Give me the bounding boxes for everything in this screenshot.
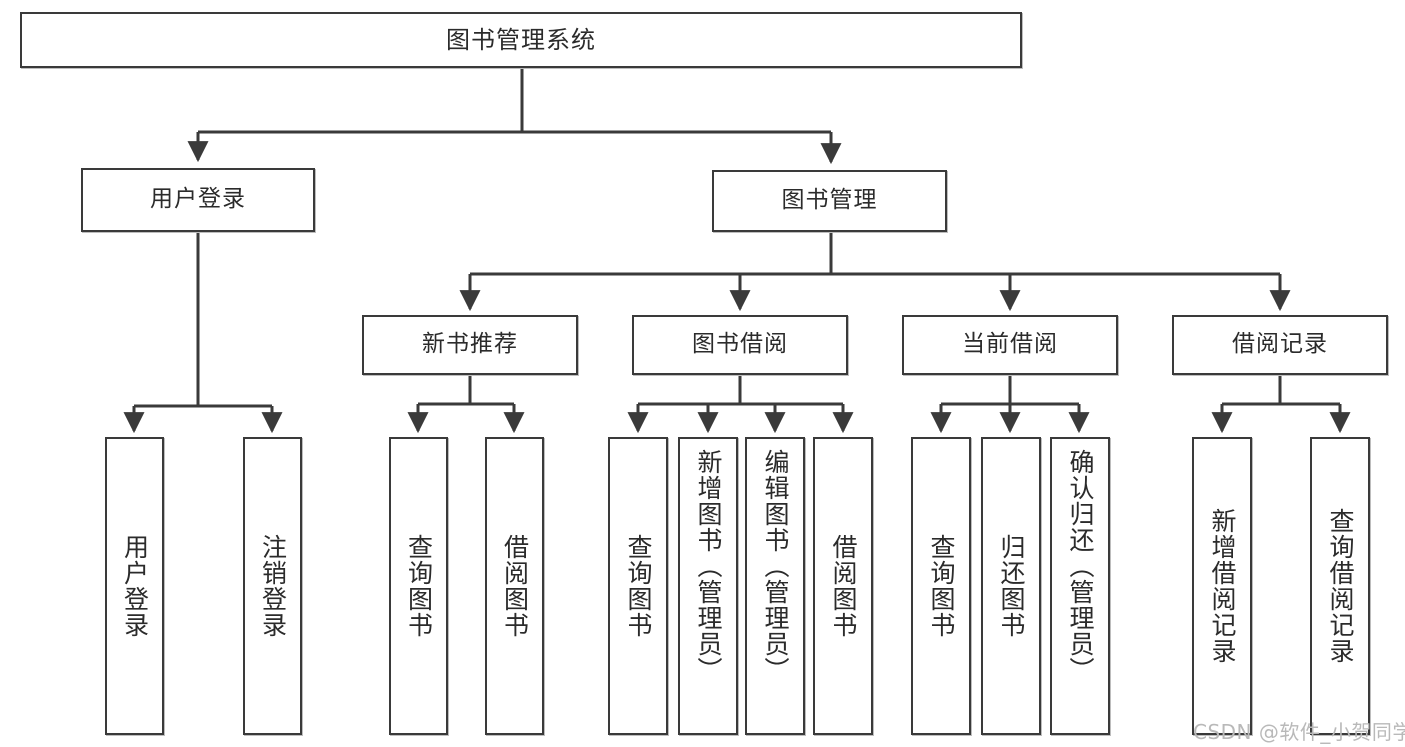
node-label: 当前借阅 bbox=[962, 331, 1058, 358]
node-borrowing-record[interactable]: 借阅记录 bbox=[1172, 315, 1388, 375]
node-label: 查询图书 bbox=[624, 534, 653, 638]
node-label: 图书管理系统 bbox=[446, 25, 596, 54]
node-label: 图书借阅 bbox=[692, 331, 788, 358]
csdn-watermark: CSDN @软件_小贺同学 bbox=[1193, 720, 1405, 744]
node-label: 归还图书 bbox=[997, 534, 1026, 638]
node-label: 注销登录 bbox=[258, 534, 288, 638]
node-label: 确认归还（管理员） bbox=[1066, 449, 1095, 683]
leaf-current-borrow-query-books[interactable]: 查询图书 bbox=[911, 437, 971, 735]
leaf-book-borrow-borrow-books[interactable]: 借阅图书 bbox=[813, 437, 873, 735]
leaf-book-borrow-query-books[interactable]: 查询图书 bbox=[608, 437, 668, 735]
node-label: 编辑图书（管理员） bbox=[761, 449, 790, 683]
node-label: 新书推荐 bbox=[422, 331, 518, 358]
node-book-borrowing[interactable]: 图书借阅 bbox=[632, 315, 848, 375]
node-current-borrowing[interactable]: 当前借阅 bbox=[902, 315, 1118, 375]
leaf-book-borrow-edit-book-admin[interactable]: 编辑图书（管理员） bbox=[745, 437, 805, 735]
leaf-borrow-record-query-record[interactable]: 查询借阅记录 bbox=[1310, 437, 1370, 735]
node-book-management[interactable]: 图书管理 bbox=[712, 170, 947, 232]
leaf-new-book-query-books[interactable]: 查询图书 bbox=[389, 437, 448, 735]
leaf-current-borrow-confirm-return-admin[interactable]: 确认归还（管理员） bbox=[1050, 437, 1110, 735]
node-label: 借阅记录 bbox=[1232, 331, 1328, 358]
node-label: 新增图书（管理员） bbox=[694, 449, 723, 683]
node-label: 查询图书 bbox=[404, 534, 434, 638]
node-label: 用户登录 bbox=[150, 186, 246, 213]
node-root-book-management-system[interactable]: 图书管理系统 bbox=[20, 12, 1022, 68]
node-label: 新增借阅记录 bbox=[1208, 508, 1237, 664]
leaf-user-login-logout[interactable]: 注销登录 bbox=[243, 437, 302, 735]
leaf-book-borrow-add-book-admin[interactable]: 新增图书（管理员） bbox=[678, 437, 738, 735]
node-label: 借阅图书 bbox=[500, 534, 530, 638]
leaf-new-book-borrow-books[interactable]: 借阅图书 bbox=[485, 437, 544, 735]
node-user-login[interactable]: 用户登录 bbox=[81, 168, 315, 232]
node-new-book-recommendation[interactable]: 新书推荐 bbox=[362, 315, 578, 375]
node-label: 用户登录 bbox=[120, 534, 150, 638]
node-label: 借阅图书 bbox=[829, 534, 858, 638]
node-label: 查询借阅记录 bbox=[1326, 508, 1355, 664]
node-label: 图书管理 bbox=[781, 187, 878, 214]
leaf-borrow-record-add-record[interactable]: 新增借阅记录 bbox=[1192, 437, 1252, 735]
leaf-current-borrow-return-books[interactable]: 归还图书 bbox=[981, 437, 1041, 735]
leaf-user-login-login[interactable]: 用户登录 bbox=[105, 437, 164, 735]
node-label: 查询图书 bbox=[927, 534, 956, 638]
